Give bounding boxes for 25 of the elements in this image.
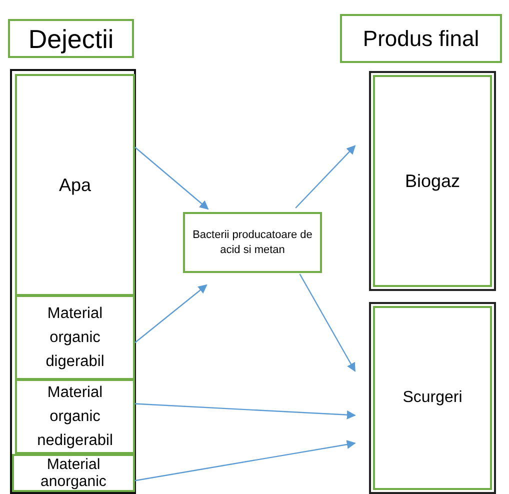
node-label: Material anorganic (40, 456, 108, 490)
arrow (299, 274, 356, 372)
node-label: Produs final (362, 26, 480, 52)
node-label: Dejectii (27, 24, 115, 54)
output-box (369, 71, 496, 291)
node-label: Biogaz (404, 170, 462, 192)
node-label: Material organic digerabil (44, 304, 106, 372)
node-label: Scurgeri (402, 388, 464, 408)
arrow (295, 145, 356, 208)
arrow (134, 284, 208, 344)
process-box (15, 295, 135, 380)
output-box (369, 302, 496, 494)
node-label: Bacterii producatoare de acid si metan (192, 228, 314, 258)
process-box (12, 454, 135, 492)
container-box (10, 69, 136, 494)
arrow (134, 440, 356, 482)
arrow (134, 146, 209, 210)
process-box (15, 379, 135, 454)
process-box (183, 212, 322, 273)
header-box (340, 14, 502, 63)
header-box (8, 19, 134, 58)
arrow (134, 403, 356, 420)
node-label: Material organic nedigerabil (36, 382, 114, 450)
process-box (15, 74, 135, 296)
node-label: Apa (58, 174, 92, 196)
